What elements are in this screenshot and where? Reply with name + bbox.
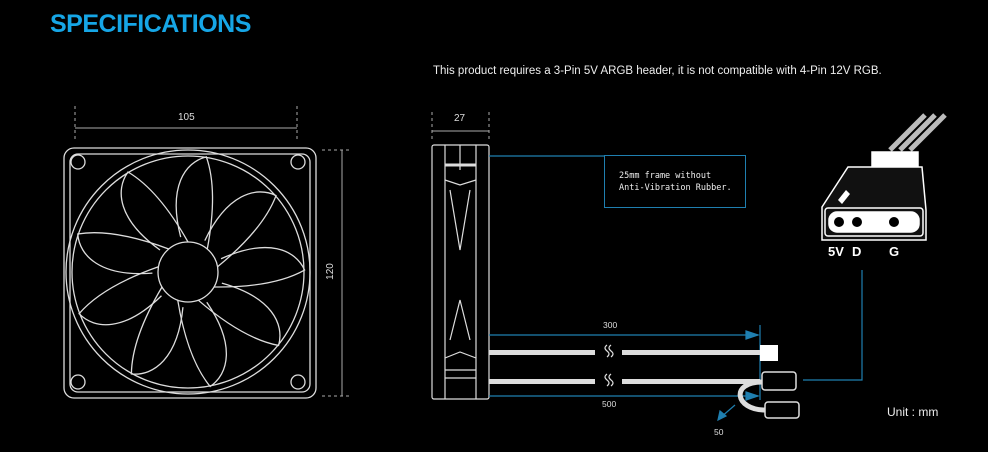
compatibility-note: This product requires a 3-Pin 5V ARGB he… [433, 65, 882, 77]
argb-connector-detail [821, 113, 947, 241]
fan-front-view [63, 147, 317, 399]
argb-female-connector [761, 371, 797, 391]
pin-label-d: D [852, 244, 862, 259]
frame-note-box: 25mm frame without Anti-Vibration Rubber… [604, 155, 746, 208]
pin-label-5v: 5V [828, 244, 844, 259]
unit-label: Unit : mm [887, 405, 939, 419]
cable-end-plug [760, 345, 778, 361]
fan-blades [77, 156, 306, 388]
thickness-dimension: 27 [454, 113, 466, 124]
frame-note-line1: 25mm frame without [619, 171, 712, 181]
cables [489, 344, 800, 419]
fan-side-view [431, 144, 490, 400]
dimension-lines [74, 106, 490, 397]
frame-note-line2: Anti-Vibration Rubber. [619, 183, 732, 193]
insert-arrow-icon [838, 190, 850, 204]
leader-lines [489, 155, 863, 422]
cable-short-length: 300 [603, 320, 618, 330]
argb-male-connector [764, 401, 800, 419]
splitter-length: 50 [714, 427, 724, 437]
pin-label-g: G [889, 244, 900, 259]
width-dimension: 105 [178, 112, 195, 123]
height-dimension: 120 [324, 263, 336, 280]
page-title: SPECIFICATIONS [50, 10, 251, 38]
cable-long-length: 500 [602, 399, 617, 409]
